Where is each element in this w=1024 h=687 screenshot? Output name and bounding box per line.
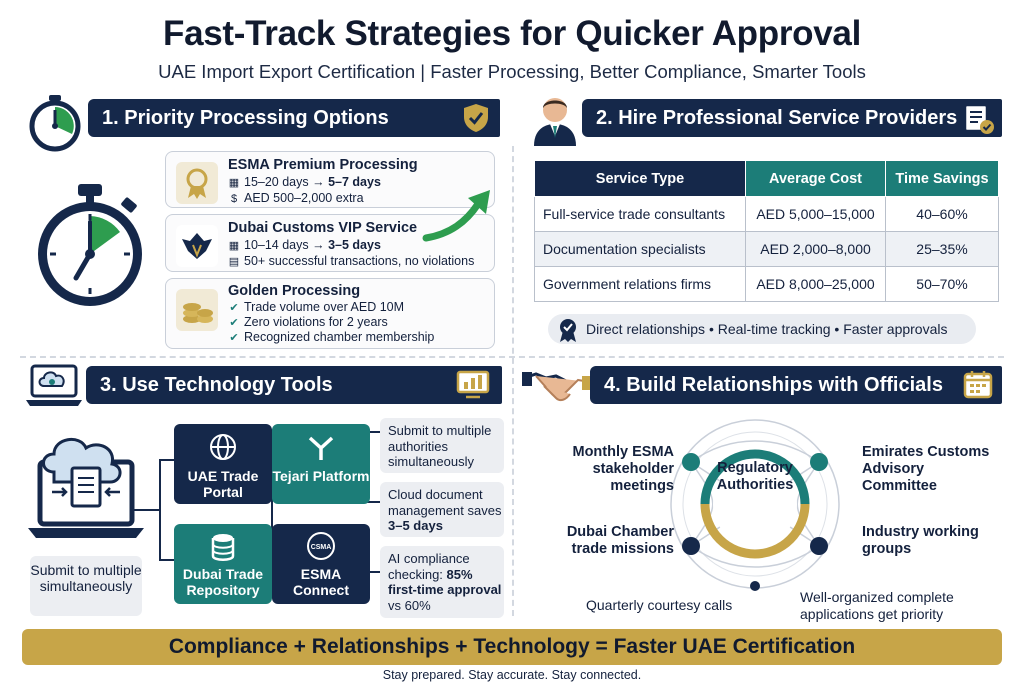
vertical-divider <box>512 146 514 616</box>
money-bag-icon: $ <box>230 193 238 205</box>
table-cell: Documentation specialists <box>534 231 746 267</box>
tech-note: AI compliance checking: 85% first-time a… <box>380 546 504 618</box>
section2-banner: 2. Hire Professional Service Providers <box>582 99 1002 137</box>
card-title: ESMA Premium Processing <box>228 157 418 173</box>
gold-coins-icon <box>176 289 218 331</box>
column-header: Time Savings <box>885 160 999 197</box>
uae-trade-portal-tile[interactable]: UAE Trade Portal <box>174 424 272 504</box>
esma-connect-tile[interactable]: CSMA ESMA Connect <box>272 524 370 604</box>
section1-title: 1. Priority Processing Options <box>102 107 389 129</box>
card-title: Golden Processing <box>228 283 361 299</box>
table-row: Documentation specialists AED 2,000–8,00… <box>534 231 999 267</box>
document-icon: ▤ <box>228 256 240 268</box>
submit-multiple-box: Submit to multiple simultaneously <box>30 556 142 616</box>
shield-check-icon <box>464 104 488 132</box>
growth-arrow-icon <box>422 190 490 242</box>
relationship-item: Monthly ESMA stakeholder meetings <box>572 444 675 494</box>
card-line: ✔Zero violations for 2 years <box>229 315 388 329</box>
tile-label: Dubai Trade Repository <box>182 566 264 598</box>
regulatory-authorities-hub: Regulatory Authorities <box>716 460 794 493</box>
esma-seal-label: CSMA <box>311 544 332 551</box>
card-line: $AED 500–2,000 extra <box>228 191 364 205</box>
badge-ribbon-icon <box>560 319 576 342</box>
tejari-logo-icon <box>308 436 334 460</box>
benefits-text: Direct relationships • Real-time trackin… <box>586 321 948 337</box>
card-line: ✔Recognized chamber membership <box>229 330 435 344</box>
calendar-icon: ▦ <box>228 177 240 189</box>
section3-title: 3. Use Technology Tools <box>100 374 333 396</box>
database-icon <box>211 534 235 561</box>
calendar-icon <box>963 371 993 399</box>
table-cell: 25–35% <box>885 231 999 267</box>
table-cell: AED 8,000–25,000 <box>745 266 886 302</box>
table-row: Government relations firms AED 8,000–25,… <box>534 266 999 302</box>
benefits-pill: Direct relationships • Real-time trackin… <box>548 314 976 344</box>
check-circle-icon: ✔ <box>229 302 239 314</box>
card-line: ▦10–14 days → 3–5 days <box>228 238 381 252</box>
golden-processing-card: Golden Processing ✔Trade volume over AED… <box>165 278 495 349</box>
column-header: Average Cost <box>745 160 886 197</box>
esma-premium-card: ESMA Premium Processing ▦15–20 days → 5–… <box>165 151 495 208</box>
tech-note: Submit to multiple authorities simultane… <box>380 418 504 473</box>
table-cell: AED 2,000–8,000 <box>745 231 886 267</box>
table-header-row: Service Type Average Cost Time Savings <box>534 160 999 197</box>
table-row: Full-service trade consultants AED 5,000… <box>534 196 999 232</box>
card-line: ▤50+ successful transactions, no violati… <box>228 254 475 268</box>
relationship-item: Emirates Customs Advisory Committee <box>862 444 990 494</box>
relationship-network-diagram <box>670 419 840 591</box>
relationship-item: Quarterly courtesy calls <box>586 597 733 613</box>
falcon-emblem-icon <box>176 225 218 267</box>
dubai-customs-vip-card: Dubai Customs VIP Service ▦10–14 days → … <box>165 214 495 272</box>
card-line: ▦15–20 days → 5–7 days <box>228 175 381 189</box>
table-cell: 50–70% <box>885 266 999 302</box>
tejari-platform-tile[interactable]: Tejari Platform <box>272 424 370 504</box>
businessman-icon <box>534 98 576 146</box>
table-cell: AED 5,000–15,000 <box>745 196 886 232</box>
page-subtitle: UAE Import Export Certification | Faster… <box>158 61 866 82</box>
large-stopwatch-icon <box>38 184 142 306</box>
calendar-icon: ▦ <box>228 240 240 252</box>
service-providers-table: Service Type Average Cost Time Savings F… <box>534 160 999 302</box>
relationship-item: Well-organized complete applications get… <box>800 589 954 622</box>
card-title: Dubai Customs VIP Service <box>228 220 418 236</box>
horizontal-divider <box>20 356 1004 358</box>
tile-label: UAE Trade Portal <box>187 468 259 500</box>
cloud-upload-laptop-icon <box>28 438 144 538</box>
checklist-document-icon <box>963 103 994 134</box>
tech-note: Cloud document management saves 3–5 days <box>380 482 504 537</box>
relationship-item: Dubai Chamber trade missions <box>566 524 674 557</box>
table-cell: Full-service trade consultants <box>534 196 746 232</box>
summary-banner: Compliance + Relationships + Technology … <box>22 629 1002 665</box>
handshake-icon <box>522 372 592 402</box>
section4-banner: 4. Build Relationships with Officials <box>590 366 1002 404</box>
table-cell: Government relations firms <box>534 266 746 302</box>
tile-label: Tejari Platform <box>272 468 370 484</box>
relationship-item: Industry working groups <box>862 524 979 557</box>
globe-icon <box>210 434 236 460</box>
section4-title: 4. Build Relationships with Officials <box>604 374 943 396</box>
page-title: Fast-Track Strategies for Quicker Approv… <box>162 14 861 53</box>
column-header: Service Type <box>534 160 746 197</box>
table-cell: 40–60% <box>885 196 999 232</box>
dubai-trade-repository-tile[interactable]: Dubai Trade Repository <box>174 524 272 604</box>
section2-title: 2. Hire Professional Service Providers <box>596 107 958 129</box>
stopwatch-icon <box>29 95 81 152</box>
section1-banner: 1. Priority Processing Options <box>88 99 500 137</box>
section3-banner: 3. Use Technology Tools <box>86 366 502 404</box>
check-circle-icon: ✔ <box>229 332 239 344</box>
cloud-laptop-icon <box>26 364 82 406</box>
monitor-chart-icon <box>456 370 490 399</box>
esma-seal-icon: CSMA <box>307 532 335 560</box>
tagline: Stay prepared. Stay accurate. Stay conne… <box>382 668 642 682</box>
card-line: ✔Trade volume over AED 10M <box>229 300 405 314</box>
check-circle-icon: ✔ <box>229 317 239 329</box>
tile-label: ESMA Connect <box>293 566 349 598</box>
award-medal-icon <box>176 162 218 204</box>
